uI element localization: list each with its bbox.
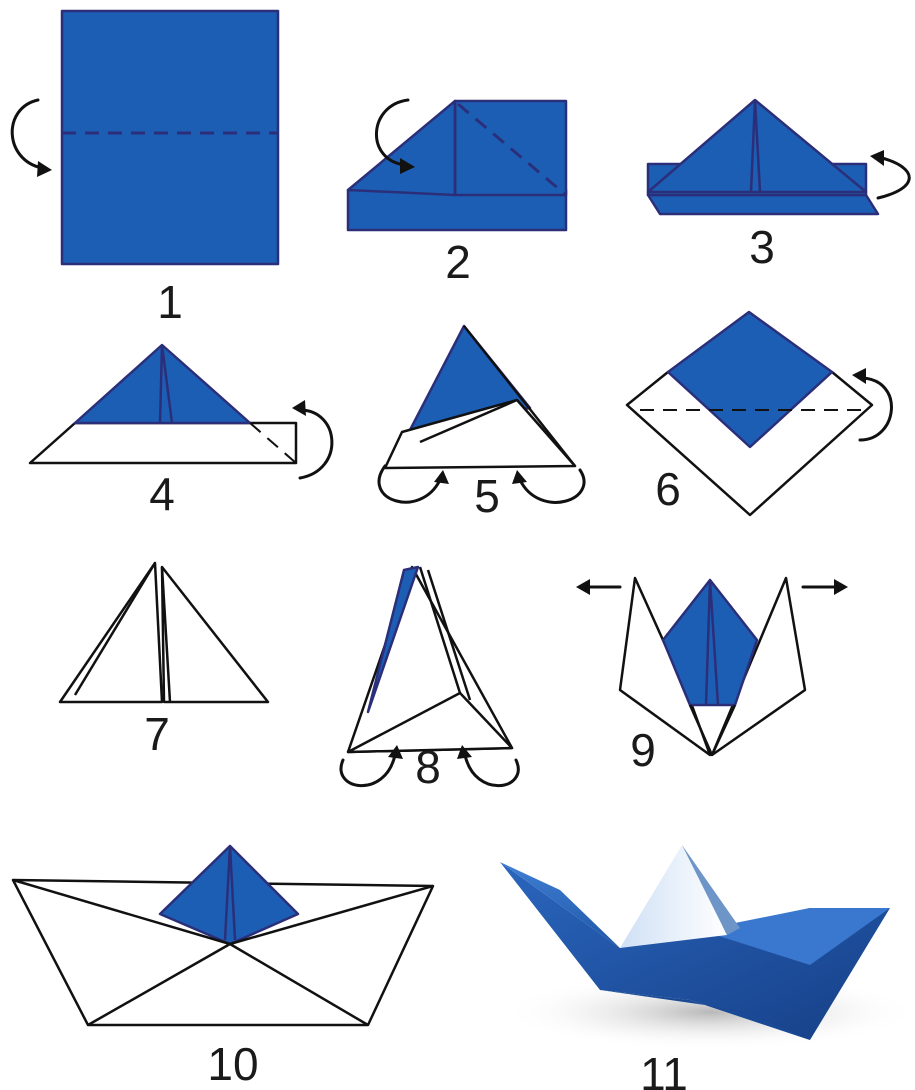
blue-sail [158,844,300,946]
step-9: 9 [576,576,848,776]
right-flap [160,565,270,704]
fold-arrow-icon [10,98,52,177]
blue-hat [73,343,252,425]
fold-line [457,102,567,197]
paper-sheet [60,9,280,266]
fold-arrow-icon [377,464,449,504]
sail-edge [682,845,740,935]
hull-fold [700,908,890,965]
step-number: 10 [207,1038,258,1090]
blue-square [666,310,834,449]
fold-arrow-icon [375,98,415,174]
pull-arrow-icon [801,579,848,595]
step-6: 6 [625,310,893,517]
fold-arrow-icon [512,468,586,504]
step-number: 7 [144,708,170,760]
step-3: 3 [646,98,911,273]
step-number: 2 [445,236,471,288]
fold-line [249,422,297,464]
step-4: 4 [28,343,334,520]
pull-arrow-icon [576,579,622,595]
step-number: 4 [149,468,175,520]
white-brim [28,421,298,465]
fold-arrow-icon [870,150,911,200]
bottom-strip [646,193,880,216]
step-number: 3 [749,221,775,273]
folded-corner [346,99,457,197]
bottom-strip [346,188,568,232]
step-7: 7 [58,561,270,760]
step-number: 5 [474,470,500,522]
step-11: 11 [500,845,915,1090]
fold-arrow-icon [852,368,893,442]
step-2: 2 [346,98,568,288]
fold-arrow-icon [292,400,334,480]
blue-edge [366,565,420,714]
boat-hull [500,862,890,1040]
left-flap [58,561,164,704]
inner-flap [346,691,514,754]
step-number: 11 [640,1048,688,1090]
step-1: 1 [10,9,280,328]
step-number: 1 [157,276,183,328]
fold-arrow-icon [457,745,520,788]
white-brim [383,398,577,470]
step-8: 8 [339,565,520,793]
white-sail [620,845,727,948]
step-5: 5 [377,324,586,522]
fold-arrow-icon [339,745,403,788]
step-10: 10 [11,844,435,1090]
blue-center [661,578,759,707]
step-number: 6 [655,463,681,515]
hull-fold [500,862,620,948]
step-number: 8 [415,741,441,793]
step-number: 9 [630,724,656,776]
